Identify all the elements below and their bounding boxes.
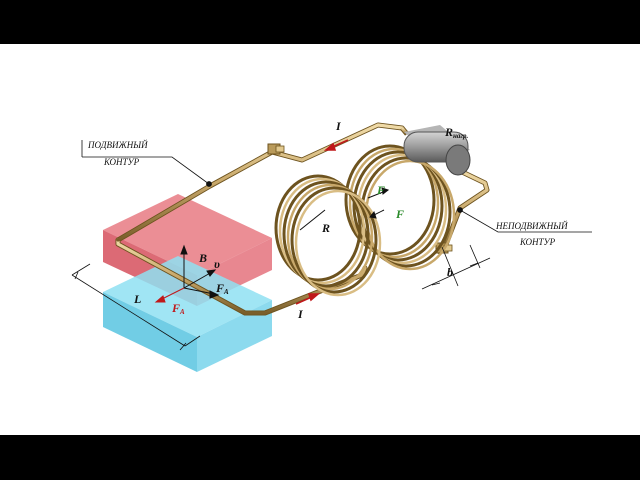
moving-contour-label-1: ПОДВИЖНЫЙ: [87, 140, 148, 150]
moving-contour-wire: [115, 122, 405, 316]
ampere-force-label: FА: [215, 281, 229, 296]
ampere-force-red-label: FA: [171, 301, 185, 316]
force-arrows: [367, 187, 390, 219]
moving-contour-label-2: КОНТУР: [103, 157, 140, 167]
fixed-contour-label-2: КОНТУР: [519, 237, 556, 247]
load-resistor: [403, 125, 471, 176]
velocity-label: υ: [214, 257, 220, 271]
dimension-L: [71, 263, 201, 351]
field-vectors: [154, 244, 220, 303]
force-label-2: F: [395, 207, 404, 221]
force-label-1: F: [376, 183, 385, 197]
length-label: L: [133, 292, 141, 306]
current-label-top: I: [335, 119, 342, 133]
coil-radius-label: R: [321, 221, 330, 235]
gap-label: b: [447, 265, 453, 279]
magnet-south: [103, 256, 272, 372]
leader-lines: [81, 140, 592, 233]
load-resistance-label: Rнагр.: [444, 125, 468, 140]
current-label-bottom: I: [297, 307, 304, 321]
dimension-R: [299, 209, 326, 231]
coil-front: [274, 174, 382, 297]
current-arrow-bottom: [295, 293, 321, 305]
electromagnetic-diagram: ПОДВИЖНЫЙ КОНТУР НЕПОДВИЖНЫЙ КОНТУР I I …: [71, 119, 592, 372]
dimension-b: [421, 244, 491, 290]
terminal-top: [267, 143, 285, 155]
field-label: B: [198, 251, 207, 265]
diagram-panel: ПОДВИЖНЫЙ КОНТУР НЕПОДВИЖНЫЙ КОНТУР I I …: [0, 44, 640, 435]
current-arrow-top: [323, 139, 349, 151]
fixed-contour-label-1: НЕПОДВИЖНЫЙ: [495, 221, 568, 231]
